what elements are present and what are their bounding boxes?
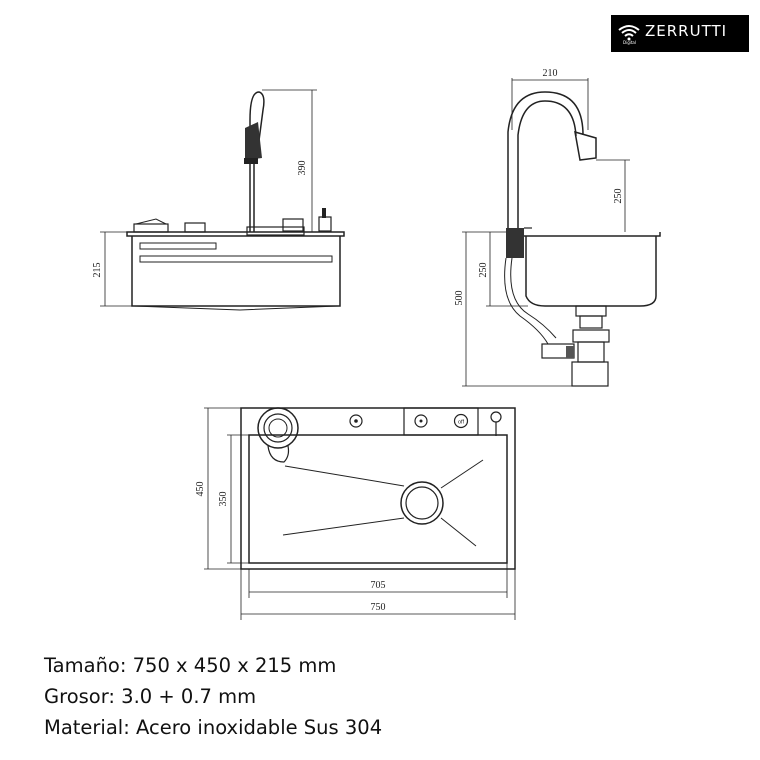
front-view: 390 215 bbox=[92, 89, 345, 311]
top-strainer bbox=[257, 407, 299, 449]
brand-name: ZERRUTTI bbox=[645, 22, 728, 40]
side-view: 210 250 250 500 bbox=[454, 68, 661, 387]
brand-sub: Digital bbox=[623, 40, 636, 45]
dim-spout-reach: 210 bbox=[543, 68, 558, 79]
front-faucet-head bbox=[245, 122, 262, 160]
top-button-on bbox=[414, 414, 428, 428]
dim-total-height-side: 500 bbox=[454, 291, 465, 306]
dim-bowl-width: 705 bbox=[371, 580, 386, 591]
dim-total-width: 750 bbox=[371, 602, 386, 613]
side-drain bbox=[575, 305, 607, 317]
spec-size: Tamaño: 750 x 450 x 215 mm bbox=[44, 654, 337, 677]
spec-list: Tamaño: 750 x 450 x 215 mm Grosor: 3.0 +… bbox=[44, 650, 382, 743]
spec-thickness: Grosor: 3.0 + 0.7 mm bbox=[44, 685, 257, 708]
wifi-icon bbox=[618, 25, 640, 41]
off-label: off bbox=[458, 420, 464, 426]
dim-faucet-height: 390 bbox=[297, 161, 308, 176]
side-valve-block bbox=[506, 228, 524, 258]
top-control-panel bbox=[403, 407, 479, 436]
side-spout bbox=[507, 91, 584, 232]
top-soap-hole bbox=[490, 411, 502, 423]
spec-material: Material: Acero inoxidable Sus 304 bbox=[44, 716, 383, 739]
dim-spout-height: 250 bbox=[613, 189, 624, 204]
dim-bowl-depth-side: 250 bbox=[478, 263, 489, 278]
top-outline bbox=[240, 407, 516, 570]
top-button-off bbox=[453, 413, 469, 429]
front-soap-dispenser bbox=[318, 216, 332, 232]
top-view: off 450 350 705 750 bbox=[195, 407, 516, 620]
technical-drawing: 390 215 210 250 250 bbox=[92, 68, 661, 620]
top-knob-1 bbox=[349, 414, 363, 428]
dim-sink-depth-front: 215 bbox=[92, 263, 103, 278]
brand-logo: ZERRUTTI Digital bbox=[611, 15, 749, 52]
top-bowl bbox=[248, 434, 508, 564]
front-faucet-body bbox=[249, 91, 265, 232]
dim-top-depth: 450 bbox=[195, 482, 206, 497]
top-main-drain bbox=[400, 481, 444, 525]
dim-bowl-depth-top: 350 bbox=[218, 492, 229, 507]
front-drain-cap bbox=[133, 223, 169, 233]
